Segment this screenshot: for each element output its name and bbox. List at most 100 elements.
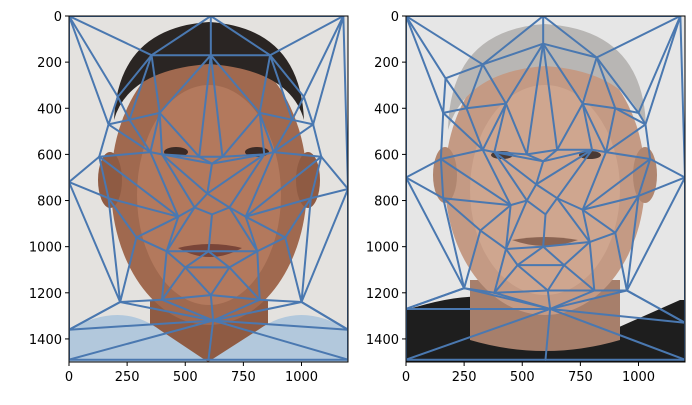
mesh-edge bbox=[228, 206, 259, 253]
left-portrait-left-ear bbox=[98, 152, 122, 208]
mesh-edge bbox=[302, 95, 315, 126]
mesh-edge bbox=[312, 16, 345, 126]
mesh-edge bbox=[209, 16, 272, 57]
left-portrait-shirt bbox=[69, 315, 348, 362]
mesh-edge bbox=[542, 42, 584, 105]
mesh-edge bbox=[406, 176, 466, 290]
mesh-edge bbox=[604, 107, 617, 154]
mesh-edge bbox=[161, 153, 209, 195]
mesh-edge bbox=[228, 266, 261, 301]
x-tick-label: 0 bbox=[402, 370, 410, 385]
mesh-edge bbox=[525, 183, 538, 202]
mesh-edge bbox=[439, 148, 484, 161]
y-tick-label: 800 bbox=[374, 195, 399, 210]
mesh-edge bbox=[69, 16, 110, 126]
mesh-edge bbox=[588, 241, 596, 292]
left-triangulation-mesh bbox=[69, 16, 348, 361]
mesh-edge bbox=[244, 215, 287, 239]
mesh-edge bbox=[556, 102, 584, 151]
mesh-edge bbox=[212, 319, 348, 361]
mesh-edge bbox=[479, 204, 512, 232]
mesh-edge bbox=[563, 241, 591, 267]
mesh-edge bbox=[207, 213, 213, 253]
mesh-edge bbox=[581, 102, 617, 110]
mesh-edge bbox=[177, 206, 196, 218]
mesh-edge bbox=[149, 151, 180, 218]
mesh-edge bbox=[116, 95, 131, 121]
mesh-edge bbox=[493, 289, 549, 294]
mesh-edge bbox=[284, 197, 312, 239]
mesh-edge bbox=[614, 107, 647, 126]
mesh-edge bbox=[481, 16, 545, 66]
mesh-edge bbox=[244, 197, 312, 218]
mesh-edge bbox=[107, 197, 122, 304]
mesh-edge bbox=[406, 158, 442, 179]
mesh-edge bbox=[228, 153, 266, 209]
mesh-edge bbox=[207, 319, 215, 361]
mesh-edge bbox=[525, 42, 545, 156]
mesh-edge bbox=[504, 245, 545, 250]
mesh-edge bbox=[149, 111, 161, 154]
mesh-edge bbox=[406, 16, 447, 80]
mesh-edge bbox=[444, 63, 484, 80]
mesh-edge bbox=[481, 148, 496, 154]
mesh-edge bbox=[493, 151, 528, 202]
mesh-edge bbox=[69, 319, 215, 361]
mesh-edge bbox=[649, 158, 685, 179]
mesh-edge bbox=[209, 294, 261, 301]
mesh-edge bbox=[209, 294, 215, 322]
mesh-edge bbox=[284, 236, 303, 304]
mesh-edge bbox=[504, 199, 528, 250]
mesh-edge bbox=[535, 160, 545, 186]
mesh-edge bbox=[542, 245, 566, 267]
mesh-edge bbox=[581, 194, 640, 211]
mesh-edge bbox=[549, 289, 628, 310]
mesh-edge bbox=[161, 266, 187, 301]
mesh-edge bbox=[210, 153, 266, 165]
x-tick-label: 1000 bbox=[622, 370, 655, 385]
mesh-edge bbox=[149, 151, 163, 156]
x-tick-label: 750 bbox=[568, 370, 593, 385]
mesh-edge bbox=[98, 155, 110, 200]
mesh-edge bbox=[269, 54, 305, 98]
x-tick-label: 0 bbox=[65, 370, 73, 385]
mesh-edge bbox=[637, 176, 685, 197]
mesh-edge bbox=[546, 289, 552, 310]
mesh-edge bbox=[209, 266, 231, 297]
mesh-edge bbox=[556, 148, 593, 200]
y-tick-label: 600 bbox=[37, 148, 62, 163]
mesh-edge bbox=[406, 16, 445, 114]
mesh-edge bbox=[481, 102, 507, 151]
mesh-edge bbox=[69, 155, 101, 184]
mesh-edge bbox=[444, 77, 468, 110]
y-tick-label: 1400 bbox=[366, 333, 399, 348]
mesh-edge bbox=[563, 264, 596, 292]
y-tick-label: 0 bbox=[391, 10, 399, 25]
x-tick-label: 500 bbox=[173, 370, 198, 385]
mesh-edge bbox=[465, 102, 507, 110]
mesh-edge bbox=[542, 148, 559, 163]
mesh-edge bbox=[625, 289, 685, 324]
mesh-edge bbox=[406, 176, 445, 200]
y-tick-label: 1400 bbox=[29, 333, 62, 348]
mesh-edge bbox=[98, 123, 110, 158]
mesh-edge bbox=[161, 153, 196, 209]
mesh-edge bbox=[206, 153, 266, 195]
mesh-edge bbox=[493, 247, 507, 294]
mesh-edge bbox=[244, 215, 259, 253]
mesh-edge bbox=[184, 250, 210, 269]
mesh-edge bbox=[595, 56, 640, 114]
mesh-edge bbox=[342, 16, 348, 190]
mesh-edge bbox=[320, 155, 348, 190]
mesh-edge bbox=[481, 63, 507, 105]
mesh-edge bbox=[119, 236, 138, 304]
mesh-edge bbox=[546, 264, 566, 292]
mesh-edge bbox=[135, 215, 180, 239]
x-tick-label: 1000 bbox=[285, 370, 318, 385]
mesh-edge bbox=[309, 155, 323, 200]
left-portrait-right-ear bbox=[296, 152, 320, 208]
y-tick-label: 200 bbox=[37, 56, 62, 71]
